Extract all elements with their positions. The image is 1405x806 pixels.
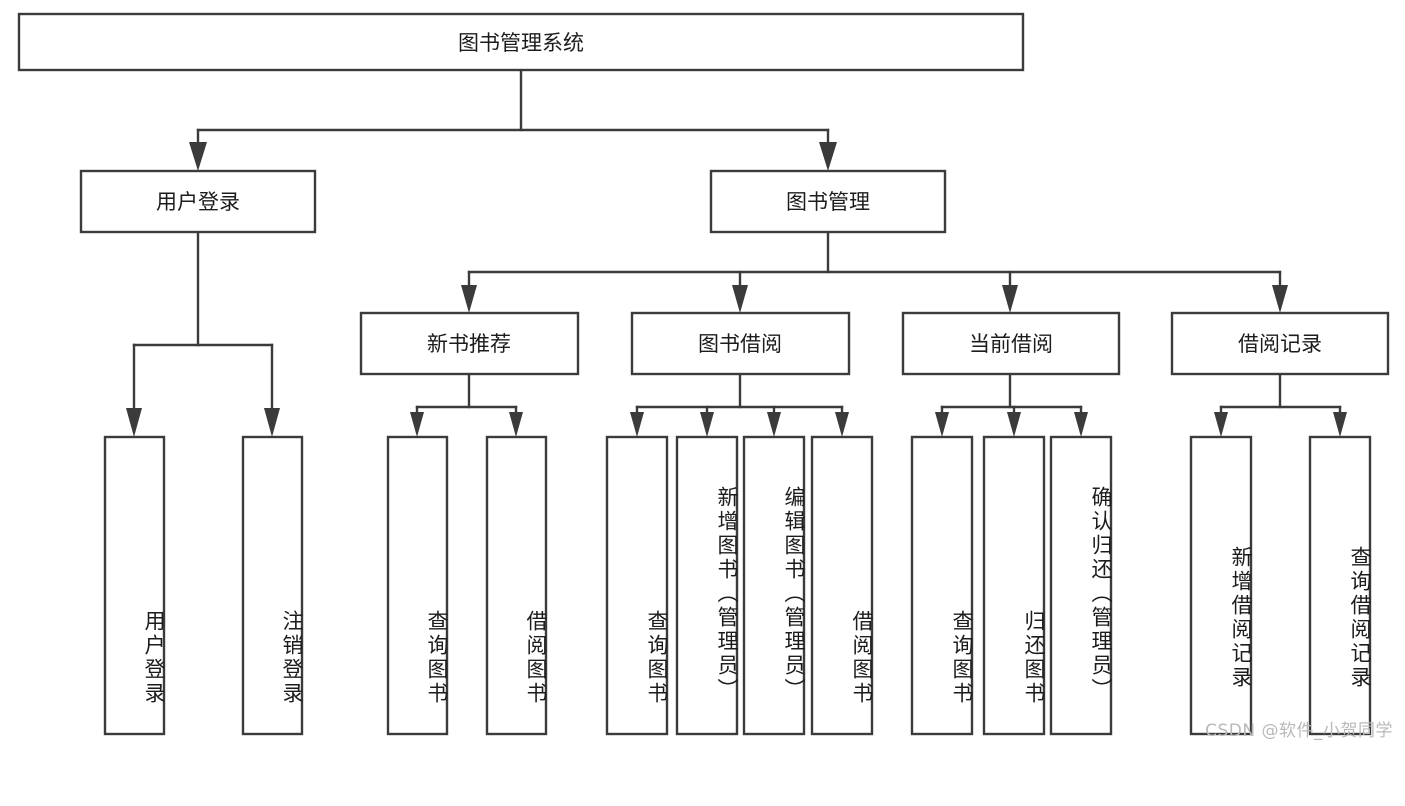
connector-root-to-level2: [189, 68, 837, 171]
arrow-icon: [509, 412, 523, 437]
arrow-icon: [732, 285, 748, 313]
node-book-borrow-label: 图书借阅: [698, 332, 782, 356]
arrow-icon: [835, 412, 849, 437]
node-leaf-user-logout-box[interactable]: [241, 435, 304, 736]
node-leaf-query-book-2-box[interactable]: [605, 435, 669, 736]
connector-currentborrow-to-leaves: [935, 372, 1088, 437]
node-leaf-borrow-book-2-box[interactable]: [810, 435, 874, 736]
node-borrow-record-label: 借阅记录: [1238, 332, 1322, 356]
csdn-watermark: CSDN @软件_小贺同学: [1205, 721, 1393, 741]
node-leaf-query-book-1-box[interactable]: [386, 435, 449, 736]
connector-bookborrow-to-leaves: [630, 372, 849, 437]
arrow-icon: [1074, 412, 1088, 437]
node-root[interactable]: 图书管理系统: [17, 12, 1025, 72]
arrow-icon: [819, 142, 837, 171]
node-book-manage-label: 图书管理: [786, 190, 870, 214]
node-new-book-rec-box[interactable]: [359, 311, 580, 376]
connector-newbook-to-leaves: [410, 372, 523, 437]
node-leaf-confirm-return-box[interactable]: [1049, 435, 1113, 736]
node-user-login[interactable]: 用户登录: [79, 169, 317, 234]
arrow-icon: [126, 408, 142, 437]
node-book-manage-box[interactable]: [709, 169, 947, 234]
arrow-icon: [1007, 412, 1021, 437]
diagram-svg: 图书管理系统 用户登录 图书管理 新书推荐 图书借阅 当前借阅 借阅记录: [17, 12, 1390, 736]
node-leaf-borrow-book-1-box[interactable]: [485, 435, 548, 736]
node-root-label: 图书管理系统: [458, 31, 584, 55]
arrow-icon: [1214, 412, 1228, 437]
connector-bookmanage-to-level3: [461, 230, 1288, 313]
arrow-icon: [461, 285, 477, 313]
arrow-icon: [1333, 412, 1347, 437]
connector-userlogin-to-leaves: [126, 230, 280, 437]
node-current-borrow[interactable]: 当前借阅: [901, 311, 1121, 376]
arrow-icon: [767, 412, 781, 437]
node-leaf-edit-book-box[interactable]: [742, 435, 806, 736]
node-new-book-rec-label: 新书推荐: [427, 332, 511, 356]
node-new-book-rec[interactable]: 新书推荐: [359, 311, 580, 376]
arrow-icon: [264, 408, 280, 437]
arrow-icon: [700, 412, 714, 437]
node-root-box[interactable]: [17, 12, 1025, 72]
arrow-icon: [935, 412, 949, 437]
diagram-canvas: 图书管理系统 用户登录 图书管理 新书推荐 图书借阅 当前借阅 借阅记录: [17, 12, 1393, 741]
node-book-borrow[interactable]: 图书借阅: [630, 311, 851, 376]
node-leaf-user-login-box[interactable]: [103, 435, 166, 736]
node-current-borrow-label: 当前借阅: [969, 332, 1053, 356]
node-leaf-query-book-3-box[interactable]: [910, 435, 974, 736]
arrow-icon: [630, 412, 644, 437]
arrow-icon: [1002, 285, 1018, 313]
node-borrow-record-box[interactable]: [1170, 311, 1390, 376]
arrow-icon: [189, 142, 207, 171]
node-book-manage[interactable]: 图书管理: [709, 169, 947, 234]
node-user-login-label: 用户登录: [156, 190, 240, 214]
connector-borrowrecord-to-leaves: [1214, 372, 1347, 437]
node-borrow-record[interactable]: 借阅记录: [1170, 311, 1390, 376]
node-leaf-query-record-box[interactable]: [1308, 435, 1372, 736]
arrow-icon: [410, 412, 424, 437]
node-current-borrow-box[interactable]: [901, 311, 1121, 376]
arrow-icon: [1272, 285, 1288, 313]
node-user-login-box[interactable]: [79, 169, 317, 234]
node-leaf-add-book-box[interactable]: [675, 435, 739, 736]
node-leaf-return-book-box[interactable]: [982, 435, 1046, 736]
node-book-borrow-box[interactable]: [630, 311, 851, 376]
node-leaf-add-record-box[interactable]: [1189, 435, 1253, 736]
